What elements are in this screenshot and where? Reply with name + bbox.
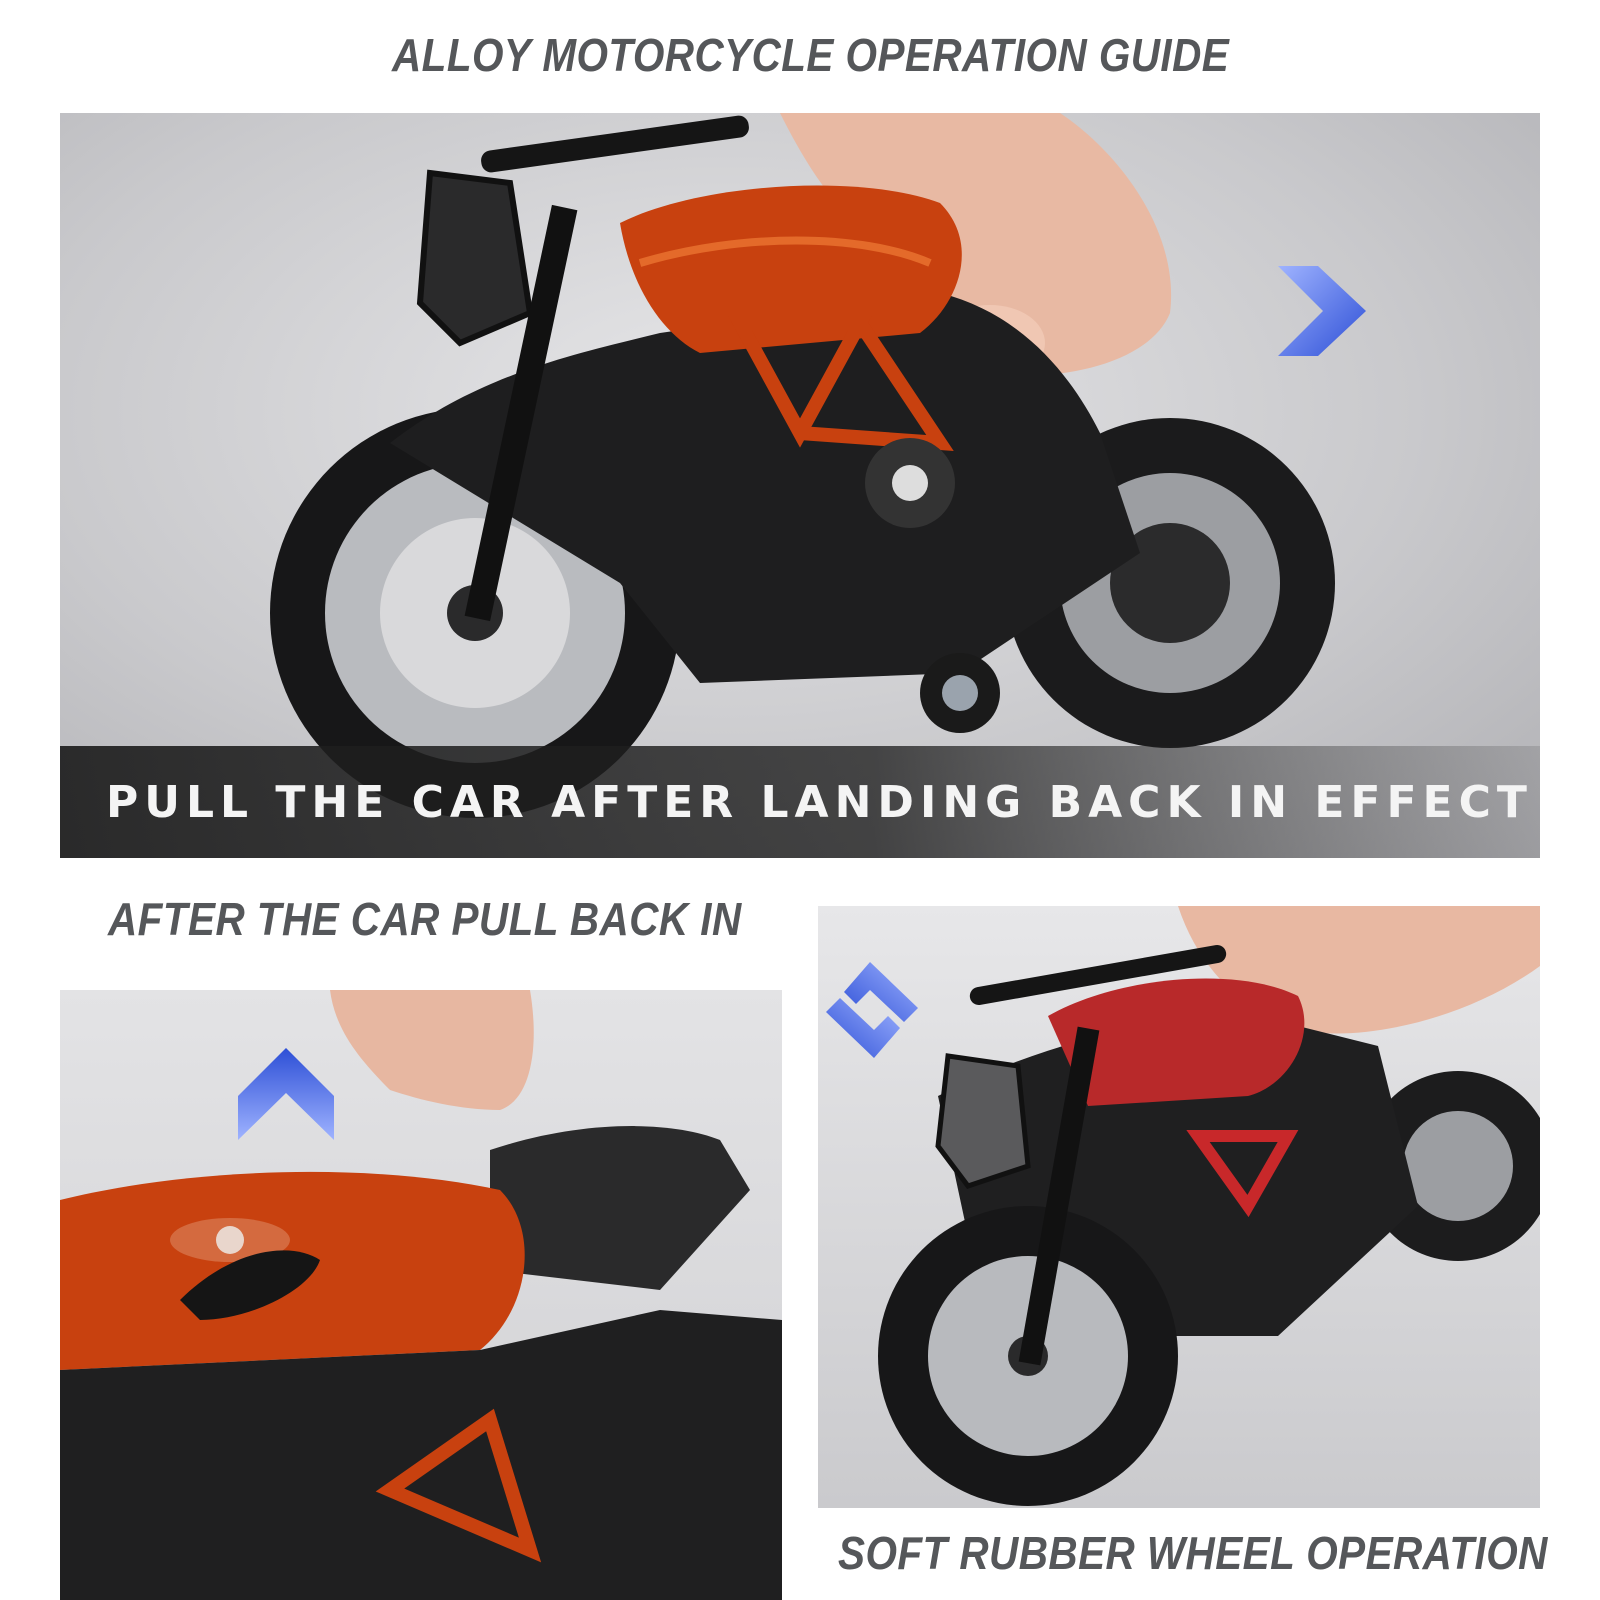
- motorcycle-angle-illustration: [878, 906, 1540, 1506]
- rubber-wheel-label: SOFT RUBBER WHEEL OPERATION: [838, 1527, 1548, 1579]
- tank-closeup-illustration: [60, 990, 782, 1600]
- caption-band: PULL THE CAR AFTER LANDING BACK IN EFFEC…: [60, 746, 1540, 858]
- chevron-right-icon: [1278, 261, 1368, 361]
- pull-back-in-label: AFTER THE CAR PULL BACK IN: [108, 893, 742, 945]
- page-title: ALLOY MOTORCYCLE OPERATION GUIDE: [392, 29, 1230, 81]
- rubber-wheel-photo: [818, 906, 1540, 1508]
- pull-back-caption: PULL THE CAR AFTER LANDING BACK IN EFFEC…: [106, 777, 1533, 828]
- chevron-up-icon: [238, 1048, 334, 1140]
- pull-back-photo: PULL THE CAR AFTER LANDING BACK IN EFFEC…: [60, 113, 1540, 858]
- motorcycle-illustration: [270, 113, 1335, 818]
- pull-back-in-photo: [60, 990, 782, 1600]
- rotate-arrows-icon: [826, 962, 918, 1058]
